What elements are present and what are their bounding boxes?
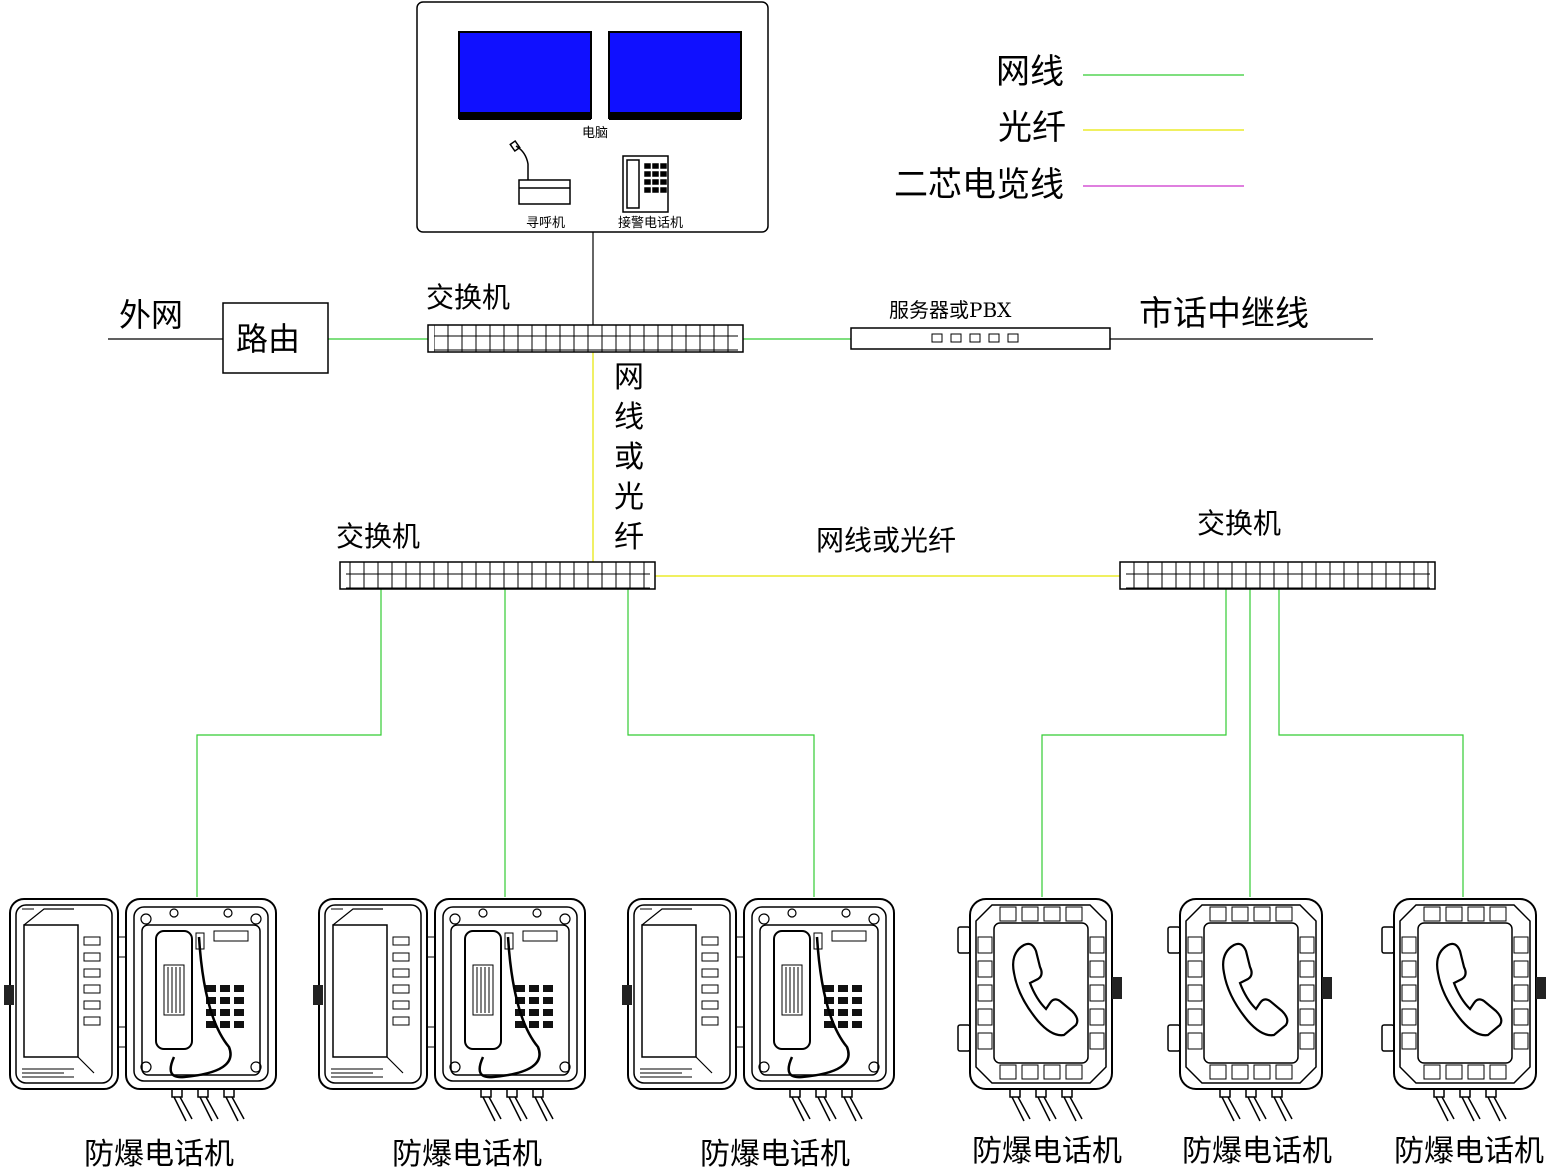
phone-2-label: 防爆电话机	[392, 1137, 542, 1172]
control-console	[416, 1, 769, 233]
paging-label: 寻呼机	[526, 216, 566, 231]
phone-5	[1166, 897, 1334, 1123]
phone-6	[1380, 897, 1548, 1123]
uplink-label-text: 网线或光纤	[614, 360, 644, 555]
monitor-screen-left	[458, 31, 592, 119]
core-switch-label: 交换机	[426, 281, 511, 314]
router-label: 路由	[236, 320, 301, 358]
alarm-phone-icon	[622, 155, 669, 213]
server-label: 服务器或PBX	[889, 298, 1012, 322]
monitor-right	[608, 31, 742, 120]
trunk-label: 市话中继线	[1139, 294, 1309, 334]
legend-fiber-label: 光纤	[998, 108, 1066, 148]
legend-cable-label: 二芯电览线	[894, 165, 1064, 205]
legend-ethernet-label: 网线	[996, 52, 1064, 92]
connections	[108, 232, 1464, 897]
phone-4-label: 防爆电话机	[972, 1134, 1122, 1169]
left-switch-label: 交换机	[336, 520, 421, 553]
link-phone-4	[1041, 588, 1227, 897]
link-phone-3	[627, 588, 815, 897]
alarm-phone-label: 接警电话机	[618, 216, 684, 231]
phone-1-label: 防爆电话机	[84, 1137, 234, 1172]
left-switch	[339, 561, 656, 590]
phone-3-label: 防爆电话机	[700, 1137, 850, 1172]
monitor-label: 电脑	[582, 126, 609, 141]
phone-2	[313, 897, 587, 1123]
link-phone-1	[196, 588, 382, 897]
server-pbx	[850, 327, 1111, 350]
phone-1	[4, 897, 278, 1123]
core-switch	[427, 324, 744, 353]
right-switch	[1119, 561, 1436, 590]
uplink-label: 网线或光纤	[609, 358, 649, 558]
router-box	[222, 302, 329, 374]
phone-4	[956, 897, 1124, 1123]
link-phone-6	[1278, 588, 1464, 897]
right-switch-label: 交换机	[1197, 507, 1282, 540]
phone-3	[622, 897, 896, 1123]
external-network-label: 外网	[119, 296, 184, 334]
legend-lines	[1083, 74, 1244, 187]
phone-6-label: 防爆电话机	[1394, 1134, 1544, 1169]
paging-microphone-icon	[509, 139, 571, 205]
phone-5-label: 防爆电话机	[1182, 1134, 1332, 1169]
monitor-screen-right	[608, 31, 742, 119]
interlink-label: 网线或光纤	[816, 524, 957, 557]
monitor-left	[458, 31, 592, 120]
